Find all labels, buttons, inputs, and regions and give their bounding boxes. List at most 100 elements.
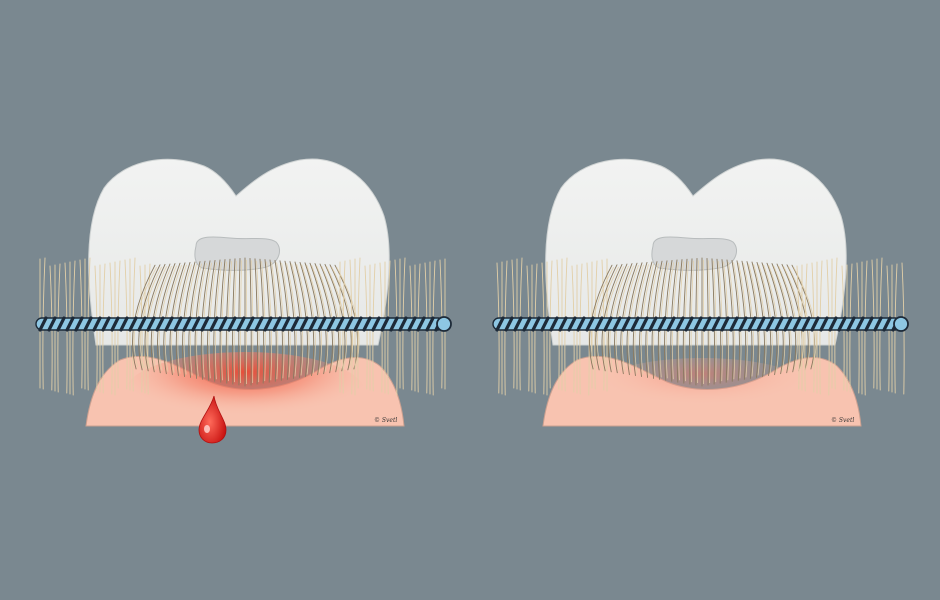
wire-twist	[666, 316, 676, 332]
wire-twist	[864, 316, 874, 332]
wire-twist	[47, 316, 57, 332]
wire-twist	[882, 316, 892, 332]
wire-twist	[317, 316, 327, 332]
wire-twist	[290, 316, 300, 332]
wire-twist	[128, 316, 138, 332]
wire-twist	[119, 316, 129, 332]
wire-twist	[738, 316, 748, 332]
wire-twist	[711, 316, 721, 332]
wire-twist	[792, 316, 802, 332]
brush-wire	[492, 316, 909, 332]
wire-twist	[783, 316, 793, 332]
wire-twist	[648, 316, 658, 332]
wire-twist	[522, 316, 532, 332]
signature: © Svetl	[374, 417, 397, 424]
wire-twist	[254, 316, 264, 332]
wire-twist	[693, 316, 703, 332]
wire-twist	[846, 316, 856, 332]
wire-twist	[236, 316, 246, 332]
wire-twist	[594, 316, 604, 332]
wire-twist	[675, 316, 685, 332]
wire-twist	[558, 316, 568, 332]
wire-twist	[756, 316, 766, 332]
wire-twist	[83, 316, 93, 332]
wire-twist	[155, 316, 165, 332]
panel-healthy-gum: © Svetl	[492, 158, 909, 427]
wire-twist	[630, 316, 640, 332]
tooth-shadow-patch	[194, 236, 280, 271]
wire-twist	[747, 316, 757, 332]
wire-loop-end	[436, 316, 452, 332]
panel-bleeding-gum: © Svetl	[35, 158, 452, 444]
wire-twist	[416, 316, 426, 332]
wire-twist	[828, 316, 838, 332]
wire-twist	[389, 316, 399, 332]
wire-twist	[819, 316, 829, 332]
wire-twist	[873, 316, 883, 332]
wire-twist	[182, 316, 192, 332]
wire-twist	[720, 316, 730, 332]
wire-twist	[299, 316, 309, 332]
wire-twist	[684, 316, 694, 332]
wire-twist	[362, 316, 372, 332]
wire-twist	[576, 316, 586, 332]
wire-twist	[765, 316, 775, 332]
wire-loop-end	[893, 316, 909, 332]
wire-twist	[540, 316, 550, 332]
wire-twist	[353, 316, 363, 332]
wire-twist	[504, 316, 514, 332]
wire-twist	[344, 316, 354, 332]
wire-twist	[56, 316, 66, 332]
wire-twist	[495, 316, 505, 332]
wire-twist	[263, 316, 273, 332]
wire-twist	[603, 316, 613, 332]
wire-twist	[146, 316, 156, 332]
wire-twist	[308, 316, 318, 332]
wire-twist	[227, 316, 237, 332]
wire-twist	[657, 316, 667, 332]
wire-twist	[137, 316, 147, 332]
wire-twist	[398, 316, 408, 332]
wire-twist	[639, 316, 649, 332]
wire-twist	[810, 316, 820, 332]
wire-twist	[549, 316, 559, 332]
wire-twist	[173, 316, 183, 332]
wire-twist	[335, 316, 345, 332]
wire-twist	[585, 316, 595, 332]
brush-wire	[35, 316, 452, 332]
wire-twist	[702, 316, 712, 332]
wire-twist	[612, 316, 622, 332]
wire-twist	[209, 316, 219, 332]
wire-twist	[92, 316, 102, 332]
wire-twist	[272, 316, 282, 332]
wire-twist	[281, 316, 291, 332]
wire-twist	[621, 316, 631, 332]
wire-twist	[326, 316, 336, 332]
wire-twist	[380, 316, 390, 332]
wire-twist	[110, 316, 120, 332]
wire-twist	[855, 316, 865, 332]
signature: © Svetl	[831, 417, 854, 424]
wire-twist	[164, 316, 174, 332]
wire-twist	[513, 316, 523, 332]
wire-twist	[38, 316, 48, 332]
wire-twist	[774, 316, 784, 332]
wire-twist	[371, 316, 381, 332]
wire-twist	[567, 316, 577, 332]
wire-twist	[407, 316, 417, 332]
wire-twist	[191, 316, 201, 332]
wire-twist	[837, 316, 847, 332]
wire-twist	[729, 316, 739, 332]
wire-twist	[801, 316, 811, 332]
wire-twist	[531, 316, 541, 332]
wire-twist	[245, 316, 255, 332]
wire-twist	[74, 316, 84, 332]
blood-highlight	[204, 425, 210, 433]
wire-twist	[65, 316, 75, 332]
wire-twist	[200, 316, 210, 332]
tooth-shadow-patch	[651, 236, 737, 271]
wire-twist	[218, 316, 228, 332]
wire-twist	[425, 316, 435, 332]
wire-twist	[101, 316, 111, 332]
